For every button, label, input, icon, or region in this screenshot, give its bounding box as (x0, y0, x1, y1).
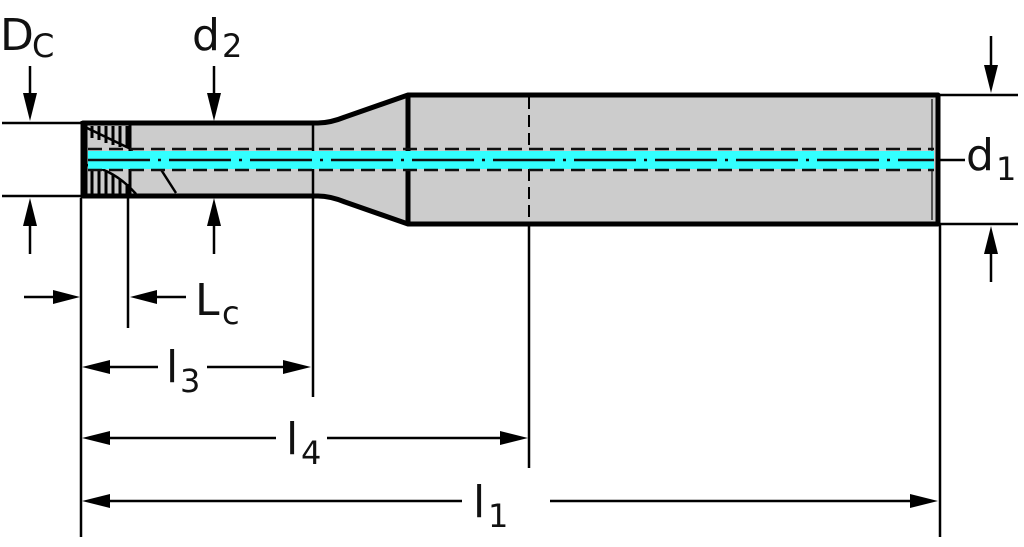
label-d1-main: d (966, 130, 994, 181)
helix-line (158, 167, 178, 194)
label-d2: d 2 (192, 10, 242, 65)
label-l4: l 4 (286, 414, 321, 472)
extension-lines (2, 93, 1018, 537)
label-dc-main: D (0, 10, 34, 61)
label-l3-sub: 3 (180, 362, 200, 400)
cutting-edge-hatching (90, 126, 129, 194)
label-l4-main: l (286, 414, 298, 465)
label-l4-sub: 4 (301, 434, 321, 472)
dimension-arrows (23, 36, 998, 508)
label-d2-sub: 2 (222, 27, 242, 65)
label-dc: D C (0, 10, 54, 65)
label-d2-main: d (192, 10, 220, 61)
label-l3: l 3 (166, 342, 200, 400)
label-lc-main: L (195, 275, 220, 326)
label-l1: l 1 (473, 477, 508, 535)
label-dc-sub: C (32, 27, 54, 65)
label-lc: L c (195, 275, 240, 332)
label-d1: d 1 (966, 130, 1016, 188)
label-l1-sub: 1 (488, 497, 508, 535)
label-l1-main: l (473, 477, 485, 528)
coolant-channel (88, 147, 934, 172)
label-lc-sub: c (222, 294, 240, 332)
flute-edge-top (86, 126, 134, 152)
label-l3-main: l (166, 342, 178, 393)
label-d1-sub: 1 (996, 150, 1016, 188)
